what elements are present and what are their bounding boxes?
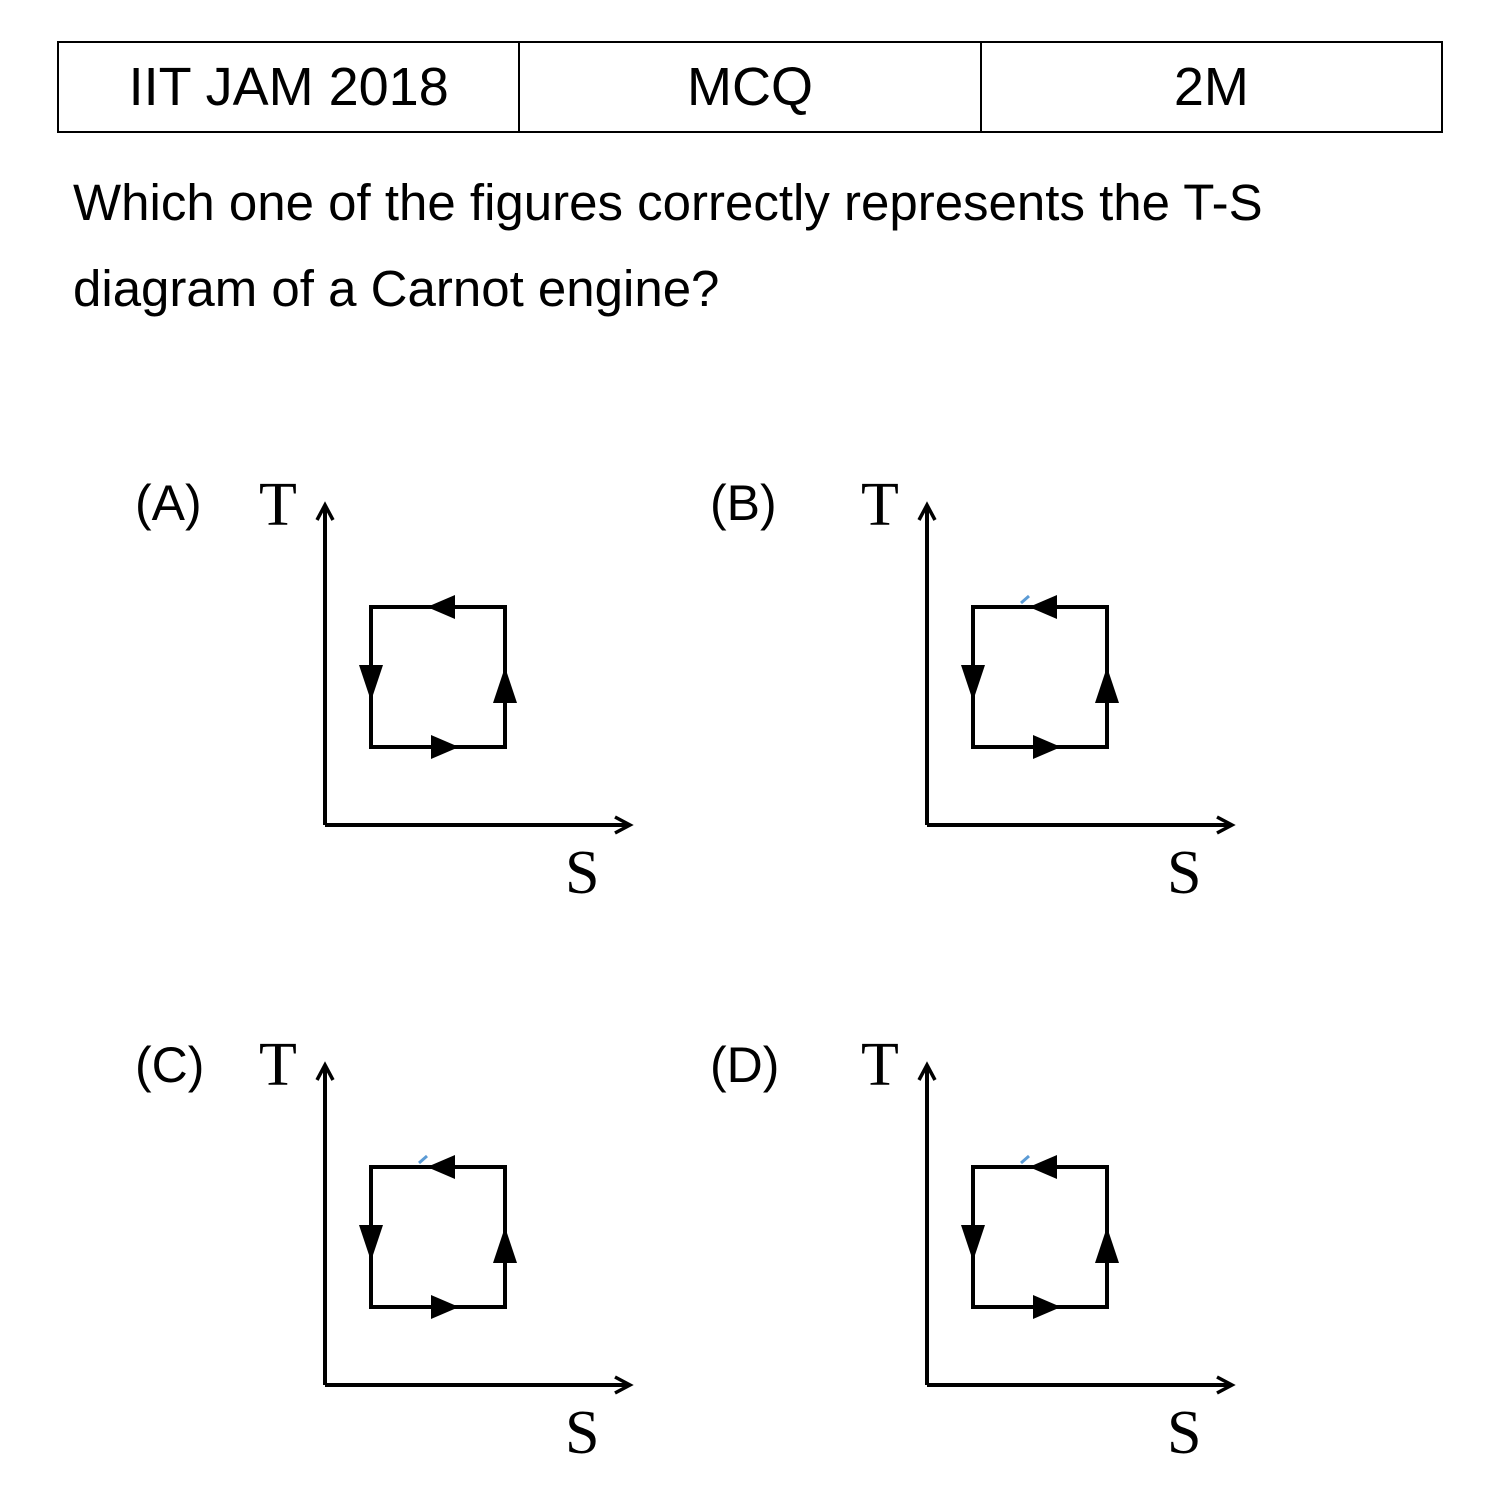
ts-diagram-b: T S [861,471,1236,907]
header-table: IIT JAM 2018 MCQ 2M [56,41,1444,133]
option-d-diagram[interactable]: T S [857,1025,1237,1485]
right-arrow-up [1095,667,1119,703]
y-axis-label: T [861,1031,899,1099]
option-a-diagram[interactable]: T S [255,465,635,925]
option-a-label[interactable]: (A) [135,475,202,531]
option-b-diagram[interactable]: T S [857,465,1237,925]
y-axis-label: T [861,471,899,539]
left-arrow-down [961,1225,985,1261]
right-arrow-up [493,667,517,703]
x-axis-label: S [565,1399,599,1467]
carnot-cycle-loop [369,1165,507,1309]
y-axis-arrowhead [315,1061,335,1081]
bottom-arrow-right [431,1295,459,1319]
blue-mark [1020,1154,1030,1165]
x-axis-arrowhead [1216,815,1236,835]
blue-mark [418,1154,428,1165]
carnot-cycle-loop [971,1165,1109,1309]
marks-cell: 2M [979,41,1444,133]
y-axis-arrowhead [917,1061,937,1081]
blue-mark [1020,594,1030,605]
carnot-cycle-loop [971,605,1109,749]
left-arrow-down [359,1225,383,1261]
exam-name-cell: IIT JAM 2018 [56,41,521,133]
option-c-diagram[interactable]: T S [255,1025,635,1485]
x-axis-arrowhead [614,1375,634,1395]
bottom-arrow-right [431,735,459,759]
right-arrow-up [493,1227,517,1263]
x-axis-label: S [565,839,599,907]
option-b-label[interactable]: (B) [710,475,777,531]
top-arrow-left [1029,1155,1057,1179]
ts-diagram-a: T S [259,471,634,907]
option-c-label[interactable]: (C) [135,1037,205,1093]
left-arrow-down [359,665,383,701]
header-row: IIT JAM 2018 MCQ 2M [56,41,1444,133]
ts-diagram-c: T S [259,1031,634,1467]
y-axis-label: T [259,1031,297,1099]
carnot-cycle-loop [369,605,507,749]
question-type-cell: MCQ [518,41,982,133]
x-axis-arrowhead [614,815,634,835]
x-axis-arrowhead [1216,1375,1236,1395]
y-axis-label: T [259,471,297,539]
top-arrow-left [427,595,455,619]
question-text: Which one of the figures correctly repre… [73,174,1263,317]
bottom-arrow-right [1033,735,1061,759]
x-axis-label: S [1167,839,1201,907]
y-axis-arrowhead [315,501,335,521]
y-axis-arrowhead [917,501,937,521]
x-axis-label: S [1167,1399,1201,1467]
top-arrow-left [1029,595,1057,619]
top-arrow-left [427,1155,455,1179]
ts-diagram-d: T S [861,1031,1236,1467]
bottom-arrow-right [1033,1295,1061,1319]
right-arrow-up [1095,1227,1119,1263]
option-d-label[interactable]: (D) [710,1037,780,1093]
left-arrow-down [961,665,985,701]
